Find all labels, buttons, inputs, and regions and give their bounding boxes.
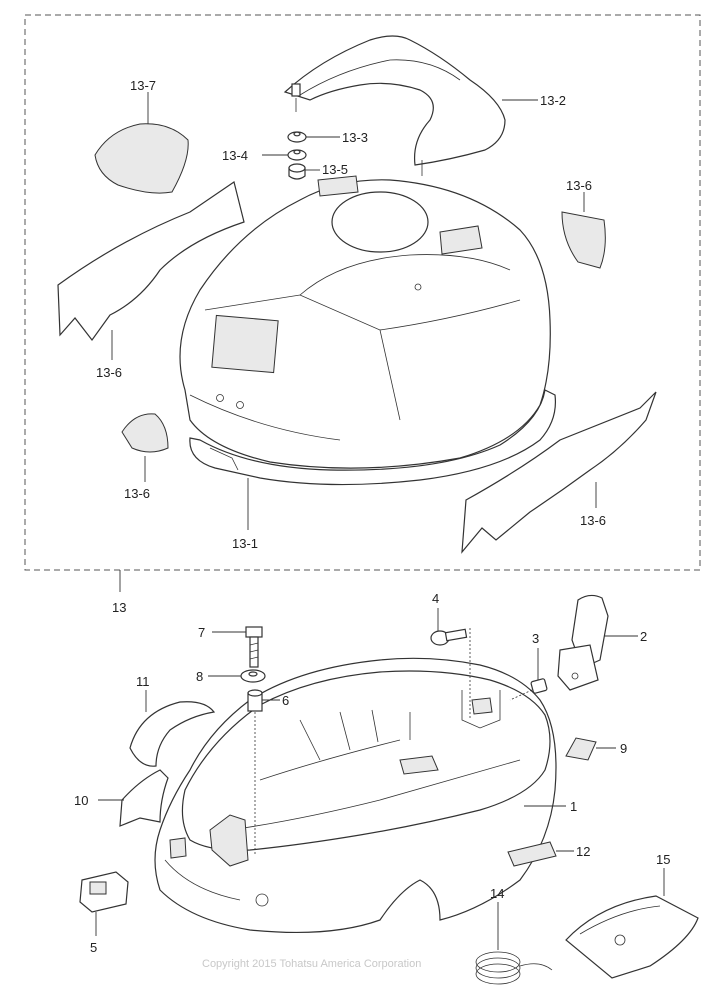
latch-2 bbox=[557, 594, 638, 691]
decal-13-6-left-bottom bbox=[121, 413, 169, 453]
label-15: 15 bbox=[656, 852, 670, 867]
pad-13-7 bbox=[94, 123, 189, 194]
grommet-5 bbox=[79, 871, 129, 936]
top-cowl-13-1 bbox=[179, 175, 557, 486]
washers-13-3-13-4-13-5 bbox=[262, 131, 340, 180]
label-13-3: 13-3 bbox=[342, 130, 368, 145]
bottom-cowl-1 bbox=[154, 657, 566, 934]
label-13-1: 13-1 bbox=[232, 536, 258, 551]
label-1: 1 bbox=[570, 799, 577, 814]
label-13-6-left-top: 13-6 bbox=[96, 365, 122, 380]
label-5: 5 bbox=[90, 940, 97, 955]
label-2: 2 bbox=[640, 629, 647, 644]
label-3: 3 bbox=[532, 631, 539, 646]
label-14: 14 bbox=[490, 886, 504, 901]
pouch-15 bbox=[565, 868, 699, 979]
decal-13-6-right-top bbox=[561, 211, 606, 269]
label-8: 8 bbox=[196, 669, 203, 684]
decal-13-6-left-top bbox=[57, 181, 245, 342]
spring-14 bbox=[475, 902, 553, 985]
decal-11 bbox=[129, 701, 216, 767]
label-13: 13 bbox=[112, 600, 126, 615]
label-13-5: 13-5 bbox=[322, 162, 348, 177]
label-11: 11 bbox=[136, 674, 150, 689]
bushing-3 bbox=[509, 648, 548, 701]
label-4: 4 bbox=[432, 591, 439, 606]
copyright-notice: Copyright 2015 Tohatsu America Corporati… bbox=[202, 958, 421, 970]
decal-10 bbox=[119, 769, 169, 827]
label-13-6-left-bottom: 13-6 bbox=[124, 486, 150, 501]
label-13-4: 13-4 bbox=[222, 148, 248, 163]
screw-4 bbox=[430, 608, 471, 720]
label-7: 7 bbox=[198, 625, 205, 640]
assembly-13-boundary bbox=[24, 14, 701, 571]
decal-9 bbox=[565, 737, 597, 761]
cover-piece-13-2 bbox=[283, 35, 538, 176]
collar-6 bbox=[247, 689, 280, 855]
label-10: 10 bbox=[74, 793, 88, 808]
decal-13-6-right-bottom bbox=[461, 391, 657, 554]
label-9: 9 bbox=[620, 741, 627, 756]
label-13-7: 13-7 bbox=[130, 78, 156, 93]
label-6: 6 bbox=[282, 693, 289, 708]
label-13-6-right-bottom: 13-6 bbox=[580, 513, 606, 528]
bolt-7 bbox=[212, 626, 263, 668]
decal-12 bbox=[507, 841, 557, 867]
label-13-6-right-top: 13-6 bbox=[566, 178, 592, 193]
label-13-2: 13-2 bbox=[540, 93, 566, 108]
label-12: 12 bbox=[576, 844, 590, 859]
